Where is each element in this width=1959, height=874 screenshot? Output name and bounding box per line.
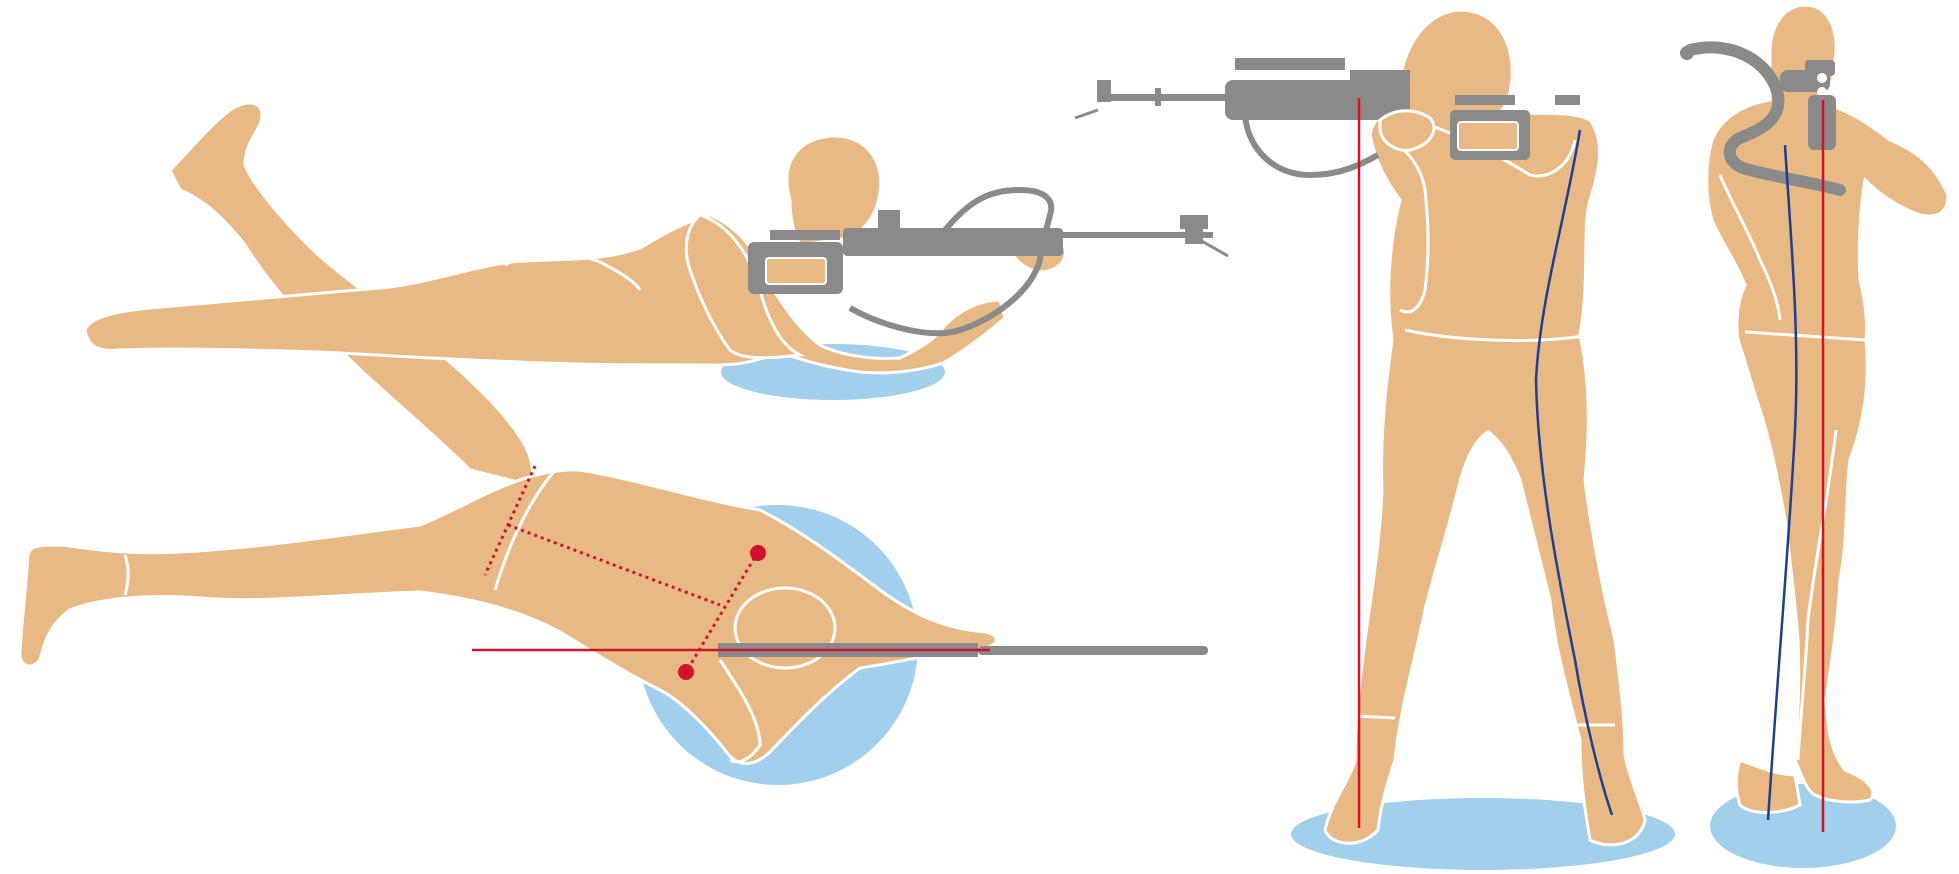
- prone-side-view: [85, 136, 1228, 400]
- standing-front-hands: [1380, 111, 1434, 151]
- prone-top-view: [20, 103, 1208, 785]
- standing-side-view: [1680, 5, 1948, 868]
- standing-front-left-ankle: [1355, 716, 1395, 718]
- prone-top-elbow-point-upper: [750, 545, 766, 561]
- standing-front-view: [1075, 10, 1675, 870]
- prone-top-elbow-point-lower: [678, 664, 694, 680]
